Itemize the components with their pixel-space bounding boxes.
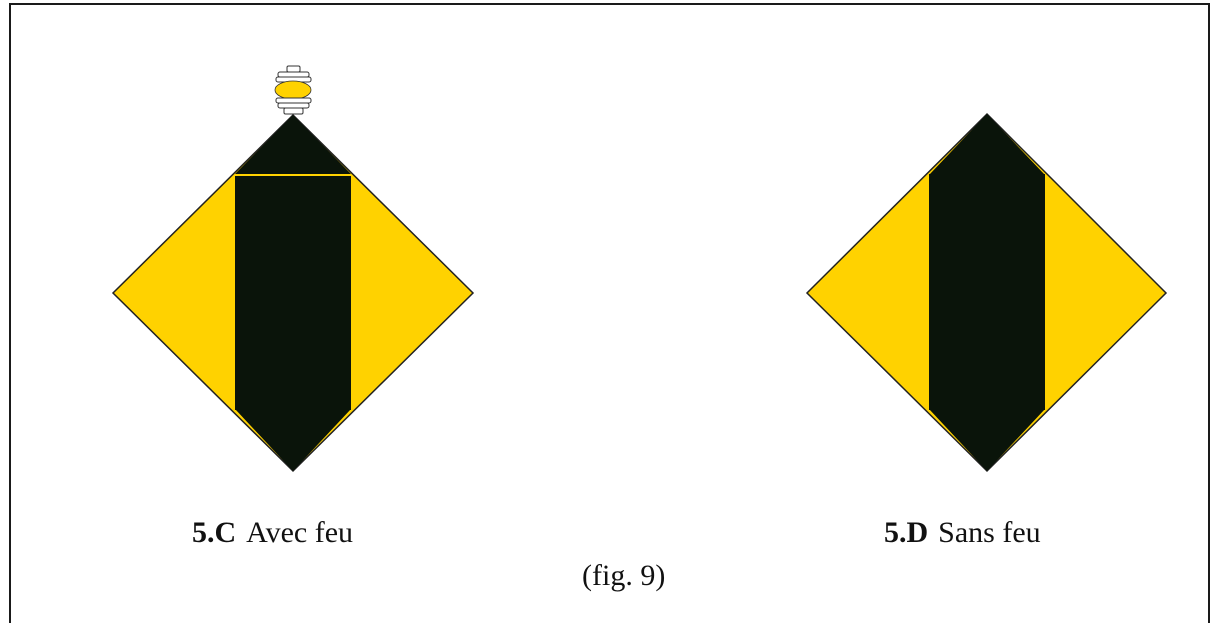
caption-5c-code: 5.C xyxy=(192,516,237,549)
caption-5c-text: Avec feu xyxy=(246,516,354,549)
sign-5c-band-top xyxy=(235,115,351,174)
sign-5d xyxy=(805,112,1168,473)
sign-5c xyxy=(111,65,475,473)
sign-5c-band-bottom xyxy=(235,409,351,471)
caption-5d-text: Sans feu xyxy=(938,516,1041,549)
light-icon xyxy=(274,65,312,115)
sign-5d-black-band xyxy=(929,174,1045,410)
sign-5d-band-bottom xyxy=(929,409,1045,471)
figure-frame xyxy=(9,3,1210,623)
caption-5d: 5.D Sans feu xyxy=(884,518,1041,548)
sign-5c-black-band xyxy=(235,176,351,410)
caption-5c: 5.C Avec feu xyxy=(192,518,353,548)
sign-5d-band-top xyxy=(929,114,1045,175)
figure-label: (fig. 9) xyxy=(582,559,666,592)
caption-5d-code: 5.D xyxy=(884,516,929,549)
